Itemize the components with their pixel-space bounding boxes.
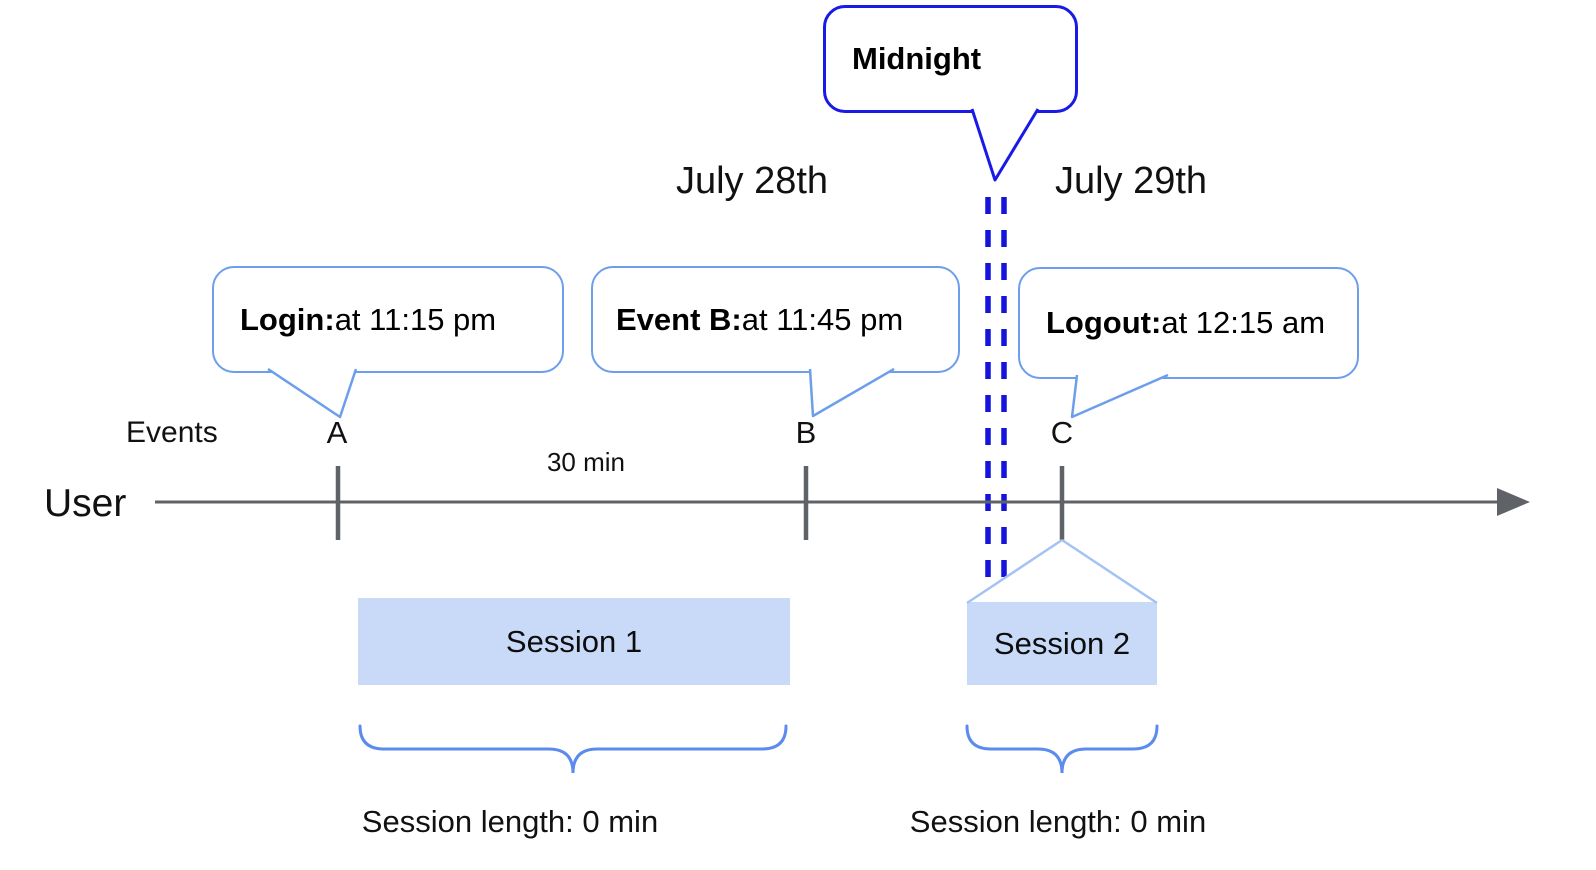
session-2-label: Session 2 [993, 625, 1131, 661]
events-row-label: Events [126, 416, 218, 449]
session-2-funnel-right-line [1061, 538, 1158, 605]
login-callout-bubble: Login: at 11:15 pm [212, 266, 564, 373]
login-callout-title: Login: [240, 301, 335, 337]
session-1-label: Session 1 [505, 623, 643, 659]
event-b-letter: B [795, 415, 817, 450]
session-2-funnel-left-line [966, 538, 1063, 605]
interval-30min-label: 30 min [546, 447, 626, 477]
midnight-callout-bubble: Midnight [823, 5, 1078, 113]
session-1-bar: Session 1 [358, 598, 790, 685]
session-2-length-label: Session length: 0 min [909, 804, 1207, 839]
event-b-callout-detail: at 11:45 pm [741, 301, 904, 337]
login-callout-detail: at 11:15 pm [334, 301, 497, 337]
login-callout-tail [267, 367, 358, 419]
session-1-length-label: Session length: 0 min [361, 804, 659, 839]
logout-callout-tail [1070, 373, 1169, 419]
logout-callout-title: Logout: [1046, 305, 1162, 340]
session-2-brace [965, 724, 1159, 774]
session-2-bar: Session 2 [967, 602, 1157, 685]
event-b-callout-tail [808, 367, 895, 418]
event-a-letter: A [326, 415, 348, 450]
timeline-arrowhead-icon [1497, 488, 1530, 516]
date-label-july-28: July 28th [675, 160, 829, 202]
logout-callout-detail: at 12:15 am [1161, 305, 1326, 340]
date-label-july-29: July 29th [1054, 160, 1208, 202]
logout-callout-bubble: Logout: at 12:15 am [1018, 267, 1359, 379]
event-b-callout-bubble: Event B: at 11:45 pm [591, 266, 960, 373]
event-b-callout-title: Event B: [616, 301, 742, 337]
user-row-label: User [44, 482, 127, 525]
session-1-brace [358, 724, 788, 774]
event-c-letter: C [1050, 415, 1074, 450]
midnight-callout-label: Midnight [852, 41, 982, 76]
